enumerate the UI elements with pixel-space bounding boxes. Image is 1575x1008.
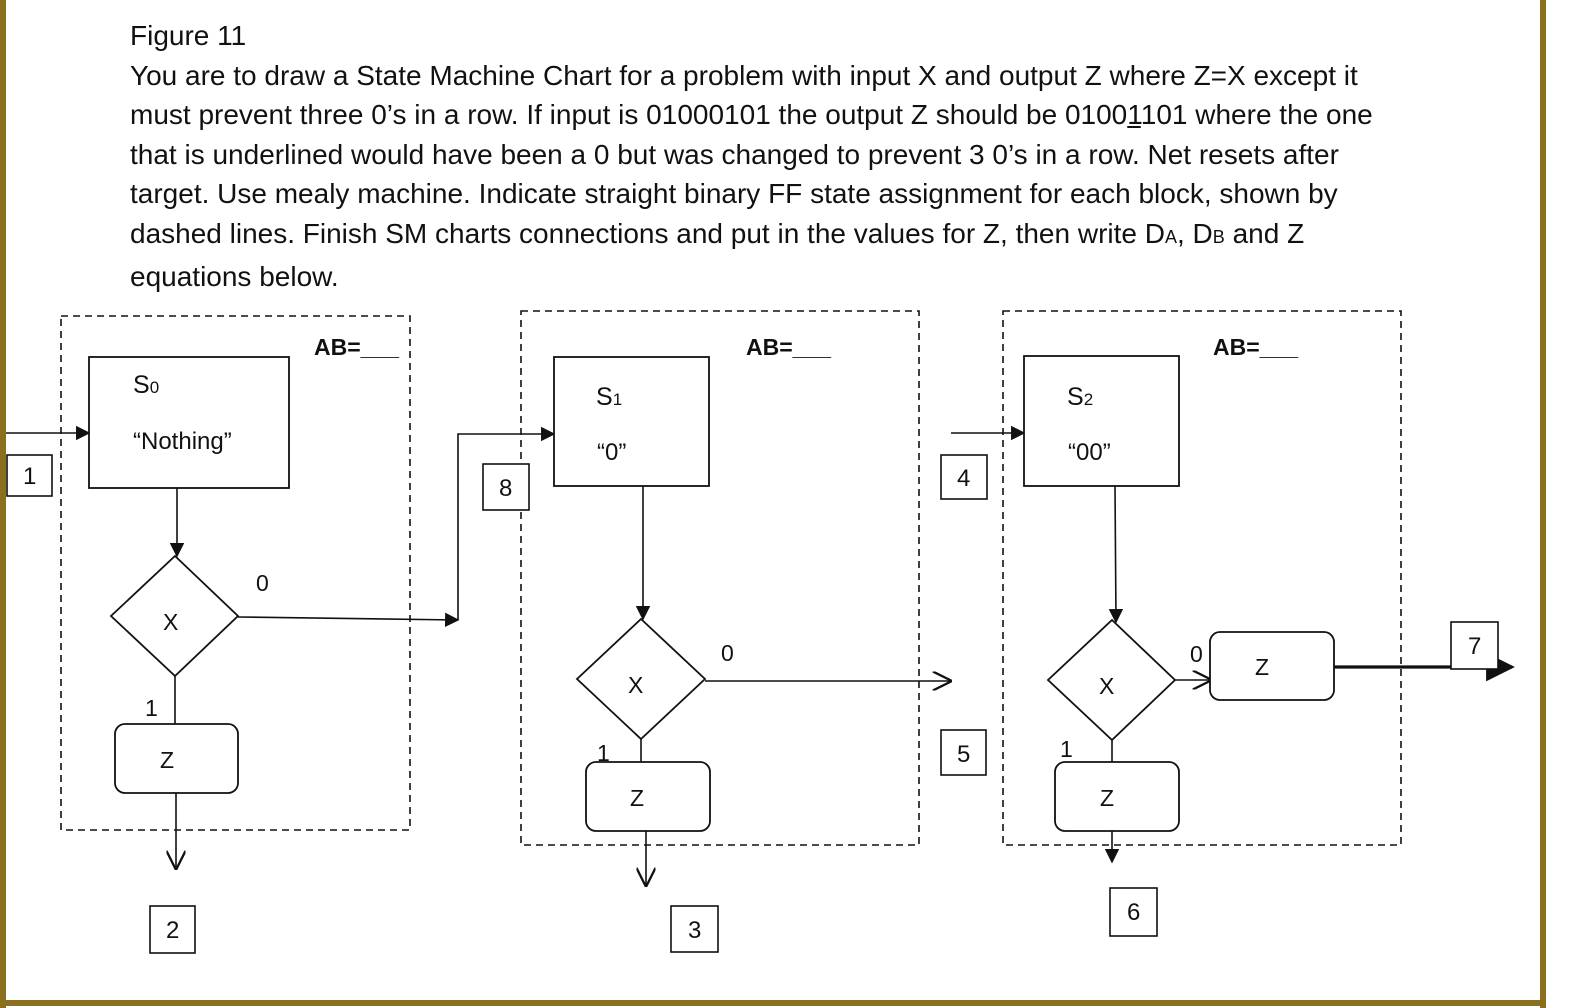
figure-title: Figure 11 bbox=[130, 20, 247, 51]
num-box-1 bbox=[6, 454, 53, 497]
state-desc-s1: “0” bbox=[597, 439, 626, 466]
statement-line-4: target. Use mealy machine. Indicate stra… bbox=[130, 178, 1338, 209]
num-box-4 bbox=[940, 454, 988, 500]
s2-zero-branch-label: 0 bbox=[1190, 641, 1203, 667]
block-1-dashed-boundary bbox=[520, 310, 920, 846]
num-label-4: 4 bbox=[957, 465, 970, 492]
entry-arrow-s1 bbox=[457, 426, 556, 620]
num-label-1: 1 bbox=[23, 463, 36, 490]
output-box-s0 bbox=[114, 723, 239, 794]
num-label-6: 6 bbox=[1127, 899, 1140, 926]
output-label-s0: Z bbox=[160, 747, 174, 773]
s0-one-branch-label: 1 bbox=[145, 695, 158, 721]
extra-output-label-s2: Z bbox=[1255, 654, 1269, 680]
statement-line-5: dashed lines. Finish SM charts connectio… bbox=[130, 217, 1305, 249]
block-1-ab-label: AB=___ bbox=[746, 334, 831, 360]
state-desc-s2: “00” bbox=[1068, 439, 1111, 466]
output-label-s2: Z bbox=[1100, 785, 1114, 811]
state-box-s1 bbox=[553, 356, 710, 487]
output-box-s2 bbox=[1054, 761, 1180, 832]
problem-statement: Figure 11 You are to draw a State Machin… bbox=[130, 16, 1530, 297]
frame-right-border bbox=[1540, 0, 1546, 1008]
num-label-8: 8 bbox=[499, 475, 512, 502]
num-box-2 bbox=[149, 905, 196, 954]
state-box-s2 bbox=[1023, 355, 1180, 487]
num-label-5: 5 bbox=[957, 741, 970, 768]
num-box-8 bbox=[482, 463, 530, 511]
frame-left-border bbox=[0, 0, 6, 1008]
num-box-3 bbox=[670, 905, 719, 953]
frame-bottom-border bbox=[0, 1000, 1546, 1006]
num-box-5 bbox=[940, 729, 987, 776]
block-2-ab-label: AB=___ bbox=[1213, 334, 1298, 360]
statement-line-3: that is underlined would have been a 0 b… bbox=[130, 138, 1339, 170]
statement-line-2: must prevent three 0’s in a row. If inpu… bbox=[130, 99, 1373, 130]
state-desc-s0: “Nothing” bbox=[133, 428, 232, 455]
num-label-3: 3 bbox=[688, 917, 701, 944]
state-box-s0 bbox=[88, 356, 290, 489]
decision-label-s2: X bbox=[1099, 673, 1114, 699]
extra-output-box-s2 bbox=[1209, 631, 1335, 701]
output-label-s1: Z bbox=[630, 785, 644, 811]
s1-zero-branch-label: 0 bbox=[721, 640, 734, 666]
state-name-s2: S2 bbox=[1067, 383, 1093, 411]
decision-label-s1: X bbox=[628, 672, 643, 698]
s1-one-branch-label: 1 bbox=[597, 740, 610, 766]
statement-line-1: You are to draw a State Machine Chart fo… bbox=[130, 59, 1358, 91]
statement-line-6: equations below. bbox=[130, 261, 339, 292]
state-name-s1: S1 bbox=[596, 383, 622, 411]
s0-zero-branch-label: 0 bbox=[256, 570, 269, 596]
state-name-s0: S0 bbox=[133, 371, 159, 399]
s2-to-decision-arrow bbox=[1108, 485, 1124, 624]
block-2-dashed-boundary bbox=[1002, 310, 1402, 846]
num-label-7: 7 bbox=[1468, 633, 1481, 660]
output-box-s1 bbox=[585, 761, 711, 832]
num-label-2: 2 bbox=[166, 917, 179, 944]
block-0-ab-label: AB=___ bbox=[314, 334, 399, 360]
block-0-dashed-boundary bbox=[60, 315, 411, 831]
decision-label-s0: X bbox=[163, 609, 178, 635]
s2-one-branch-label: 1 bbox=[1060, 736, 1073, 762]
num-box-6 bbox=[1109, 887, 1158, 937]
s0-zero-branch-arrow bbox=[237, 612, 460, 628]
underlined-digit: 1 bbox=[1127, 99, 1141, 130]
num-box-7 bbox=[1450, 621, 1499, 670]
